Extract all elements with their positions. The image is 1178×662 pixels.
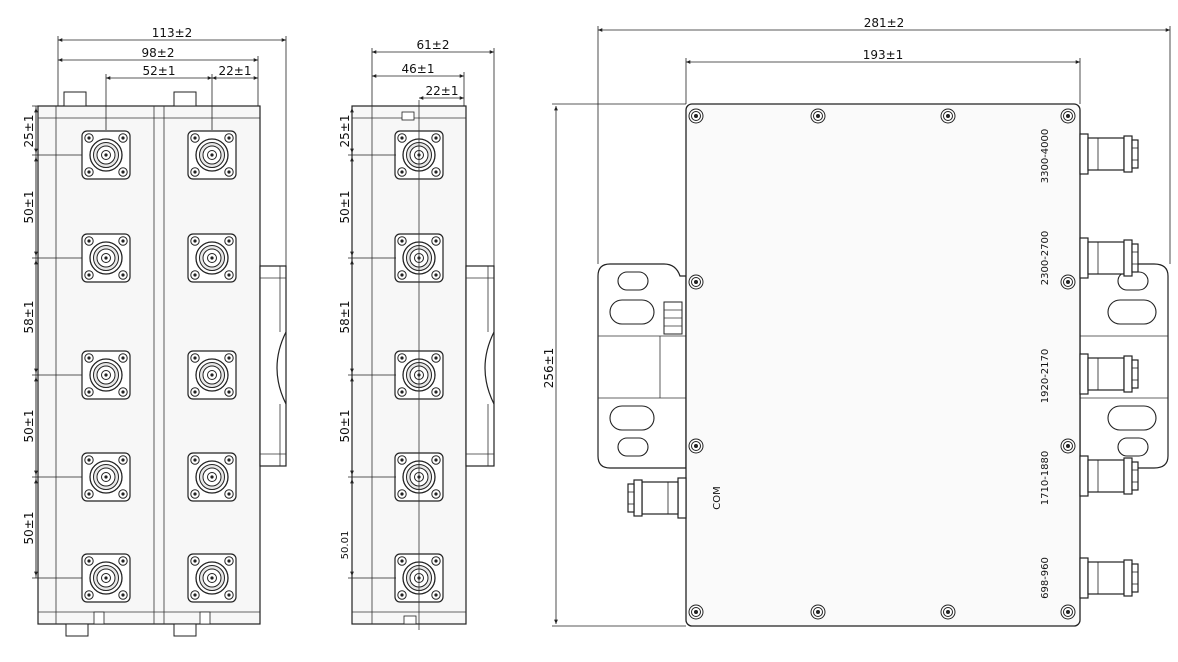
top-dim-overall-length: 281±2	[864, 16, 905, 30]
dim-edge-to-column: 22±1	[219, 64, 252, 78]
port-label-band-4: 1710-1880	[1040, 451, 1051, 506]
screw-icon	[940, 108, 956, 124]
dim-column-pitch: 52±1	[143, 64, 176, 78]
dim-spacing-4: 50±1	[22, 512, 36, 545]
connector-icon	[1079, 353, 1139, 395]
screw-icon	[810, 604, 826, 620]
screw-icon	[688, 108, 704, 124]
port-label-com: COM	[712, 486, 723, 509]
connector-icon	[1079, 133, 1139, 175]
connector-icon	[81, 130, 131, 180]
dim-spacing-1: 50±1	[22, 191, 36, 224]
top-dim-body-length: 193±1	[863, 48, 904, 62]
side-view: 61±2 46±1 22±1 25±1 50±1 58±1 50±1 50.01	[338, 38, 495, 630]
screw-icon	[940, 604, 956, 620]
connector-icon	[187, 452, 237, 502]
side-dim-overall-width: 61±2	[417, 38, 450, 52]
side-dim-top-offset: 25±1	[338, 115, 352, 148]
screw-icon	[1060, 274, 1076, 290]
dim-top-offset: 25±1	[22, 115, 36, 148]
connector-icon	[81, 233, 131, 283]
dim-spacing-3: 50±1	[22, 410, 36, 443]
connector-icon	[187, 233, 237, 283]
connector-icon	[187, 350, 237, 400]
connector-icon	[1079, 557, 1139, 599]
side-dim-spacing-1: 50±1	[338, 191, 352, 224]
port-label-band-5: 698-960	[1040, 557, 1051, 599]
connector-icon	[1079, 455, 1139, 497]
screw-icon	[688, 438, 704, 454]
screw-icon	[688, 604, 704, 620]
connector-icon	[187, 130, 237, 180]
side-dim-spacing-2: 58±1	[338, 301, 352, 334]
top-lug-left	[63, 91, 87, 107]
top-body	[685, 103, 1081, 627]
screw-icon	[688, 274, 704, 290]
side-dim-spacing-4: 50.01	[340, 531, 351, 560]
connector-icon	[1079, 237, 1139, 279]
side-bracket	[465, 265, 495, 467]
port-label-band-1: 3300-4000	[1040, 129, 1051, 184]
port-label-band-3: 1920-2170	[1040, 349, 1051, 404]
top-dim-height: 256±1	[542, 348, 556, 389]
top-view: COM 3300-4000 2300-2700 1920-2170 1710-1…	[542, 16, 1171, 627]
front-bracket	[259, 265, 287, 467]
top-lug-right	[173, 91, 197, 107]
mounting-plate-left	[597, 263, 687, 469]
connector-icon	[81, 553, 131, 603]
side-dim-spacing-3: 50±1	[338, 410, 352, 443]
connector-icon	[81, 452, 131, 502]
com-connector	[627, 477, 687, 519]
screw-icon	[1060, 438, 1076, 454]
side-dim-inner-width: 46±1	[402, 62, 435, 76]
dim-inner-width: 98±2	[142, 46, 175, 60]
screw-icon	[810, 108, 826, 124]
front-view: 113±2 98±2 52±1 22±1 25±1 50±1 58±1 50±1…	[22, 26, 287, 637]
screw-icon	[1060, 604, 1076, 620]
screw-icon	[1060, 108, 1076, 124]
dim-spacing-2: 58±1	[22, 301, 36, 334]
connector-icon	[187, 553, 237, 603]
side-dim-edge-to-column: 22±1	[426, 84, 459, 98]
connector-icon	[81, 350, 131, 400]
dim-overall-width: 113±2	[152, 26, 193, 40]
port-label-band-2: 2300-2700	[1040, 231, 1051, 286]
